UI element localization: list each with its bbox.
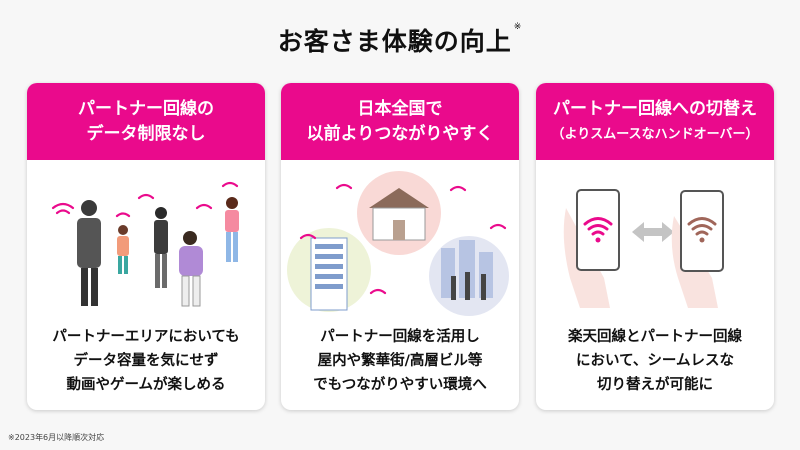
wifi-icon — [583, 217, 613, 236]
phone-partner — [671, 190, 724, 308]
wifi-icon — [687, 217, 717, 236]
card-description: パートナーエリアにおいてもデータ容量を気にせず動画やゲームが楽しめる — [52, 329, 240, 393]
card-better-connectivity: 日本全国で以前よりつながりやすく パートナー回線を活用し屋内や繁華街/高層ビル等… — [281, 83, 519, 410]
handover-illustration — [563, 189, 724, 308]
footnote: ※2023年6月以降順次対応 — [8, 433, 105, 442]
people-using-phones-illustration — [51, 181, 239, 307]
card-description: パートナー回線を活用し屋内や繁華街/高層ビル等でもつながりやすい環境へ — [313, 329, 487, 393]
buildings-illustration — [287, 171, 509, 316]
card-header: パートナー回線のデータ制限なし — [27, 83, 265, 160]
double-arrow-icon — [632, 222, 674, 242]
person-icon — [77, 200, 101, 306]
page-title: お客さま体験の向上※ — [277, 22, 523, 56]
card-header: パートナー回線への切替え（よりスムースなハンドオーバー） — [536, 83, 774, 160]
card-seamless-handover: パートナー回線への切替え（よりスムースなハンドオーバー） 楽天回線とパートナー回… — [536, 83, 774, 410]
card-no-data-limit: パートナー回線のデータ制限なし パートナーエリアにおいてもデータ容量を気にせず動… — [27, 83, 265, 410]
card-description: 楽天回線とパートナー回線において、シームレスな切り替えが可能に — [568, 329, 742, 393]
phone-rakuten — [563, 189, 620, 308]
card-header: 日本全国で以前よりつながりやすく — [281, 83, 519, 160]
